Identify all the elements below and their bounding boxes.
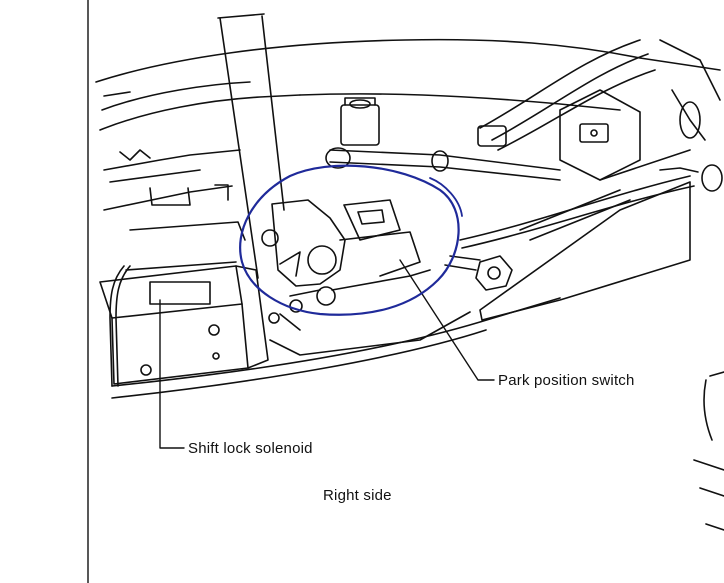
- solenoid-leader: [159, 299, 185, 449]
- shift-lock-mechanism: [271, 199, 346, 287]
- park-switch-leader: [399, 259, 495, 381]
- console-inner-contour: [99, 94, 301, 131]
- highlight-circle: [239, 164, 460, 316]
- mounting-bracket: [559, 89, 641, 181]
- park-position-switch-label: Park position switch: [498, 372, 635, 389]
- shift-lock-solenoid-label: Shift lock solenoid: [188, 440, 313, 457]
- control-rod: [329, 149, 561, 171]
- figure-caption: Right side: [323, 487, 392, 504]
- console-outer-contour: [95, 38, 721, 83]
- solenoid-wire: [115, 265, 131, 387]
- solenoid-block: [99, 265, 243, 319]
- connector-block: [340, 104, 380, 146]
- shift-lever: [219, 15, 285, 279]
